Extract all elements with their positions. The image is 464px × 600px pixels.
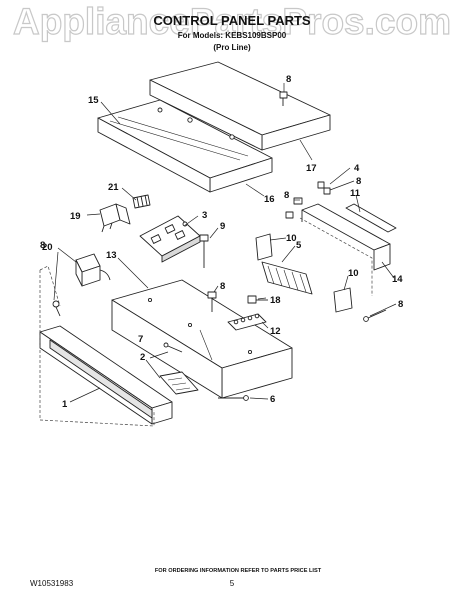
- panel-body-part: [111, 279, 293, 399]
- dashed-group-left: [39, 270, 155, 427]
- callout-16: 16: [264, 194, 275, 205]
- part-4: [317, 181, 325, 189]
- callout-14: 14: [392, 274, 403, 285]
- keypad-part: [159, 371, 199, 395]
- callout-11: 11: [350, 188, 361, 199]
- callout-7: 7: [138, 334, 143, 345]
- callout-8-left: 8: [40, 240, 45, 251]
- variant-label: (Pro Line): [213, 43, 251, 52]
- ordering-note: FOR ORDERING INFORMATION REFER TO PARTS …: [155, 568, 322, 574]
- callout-4: 4: [354, 163, 360, 174]
- screw-6-part: [218, 395, 249, 401]
- screw-8-bracket-part: [285, 211, 294, 219]
- doc-number: W10531983: [30, 579, 74, 588]
- screw-9-part: [199, 234, 209, 268]
- screw-7-part: [163, 342, 183, 353]
- callout-17: 17: [306, 163, 317, 174]
- screw-8-center-part: [207, 291, 217, 312]
- callout-6: 6: [270, 394, 275, 405]
- callout-3: 3: [202, 210, 207, 221]
- callout-10-lower: 10: [348, 268, 359, 279]
- callout-15: 15: [88, 95, 99, 106]
- callout-18: 18: [270, 295, 281, 306]
- callout-8-center: 8: [220, 281, 225, 292]
- callout-21: 21: [108, 182, 119, 193]
- dashed-guide-right: [299, 217, 373, 296]
- callout-8-lower-right: 8: [398, 299, 403, 310]
- bracket-10-lower-part: [333, 287, 353, 313]
- screw-8-lower-right-part: [363, 309, 387, 322]
- console-trim-part: [39, 325, 173, 425]
- mounting-bracket-14-part: [301, 203, 391, 271]
- screw-8-left-part: [52, 300, 61, 317]
- control-board-part: [139, 215, 201, 263]
- callout-8-top: 8: [286, 74, 291, 85]
- callout-2: 2: [140, 352, 145, 363]
- bracket-21-part: [132, 194, 151, 209]
- rail-11-part: [345, 203, 397, 233]
- screw-18-part: [247, 295, 268, 304]
- screw-8-right-part: [293, 197, 303, 205]
- callout-19: 19: [70, 211, 81, 222]
- panel-top-part: [97, 99, 273, 193]
- switch-19-part: [99, 203, 131, 233]
- screw-8-top-part: [279, 91, 288, 106]
- callout-labels: 1 2 3 4 5 6 7 8 8 8 8 8 8 9 10 10 11 12 …: [40, 74, 403, 410]
- callout-9: 9: [220, 221, 225, 232]
- dashed-group-left-top: [39, 265, 61, 307]
- callout-8-bracket: 8: [284, 190, 289, 201]
- watermark: AppliancePartsPros.com: [13, 1, 451, 42]
- terminal-block-part: [227, 313, 267, 331]
- page-title: CONTROL PANEL PARTS: [153, 13, 311, 28]
- model-line: For Models: KEBS109BSP00: [178, 31, 287, 40]
- page-number: 5: [230, 579, 235, 588]
- callout-5: 5: [296, 240, 302, 251]
- callout-8-right-upper: 8: [356, 176, 361, 187]
- transformer-20-part: [75, 253, 111, 287]
- top-cover-part: [149, 61, 331, 151]
- callout-12: 12: [270, 326, 281, 337]
- callout-10-upper: 10: [286, 233, 297, 244]
- bracket-10-upper-part: [255, 233, 273, 261]
- callout-1: 1: [62, 399, 68, 410]
- callout-13: 13: [106, 250, 117, 261]
- callout-20: 20: [42, 242, 53, 253]
- fan-element-part: [261, 261, 313, 295]
- screw-8-mid-right-part: [323, 187, 331, 195]
